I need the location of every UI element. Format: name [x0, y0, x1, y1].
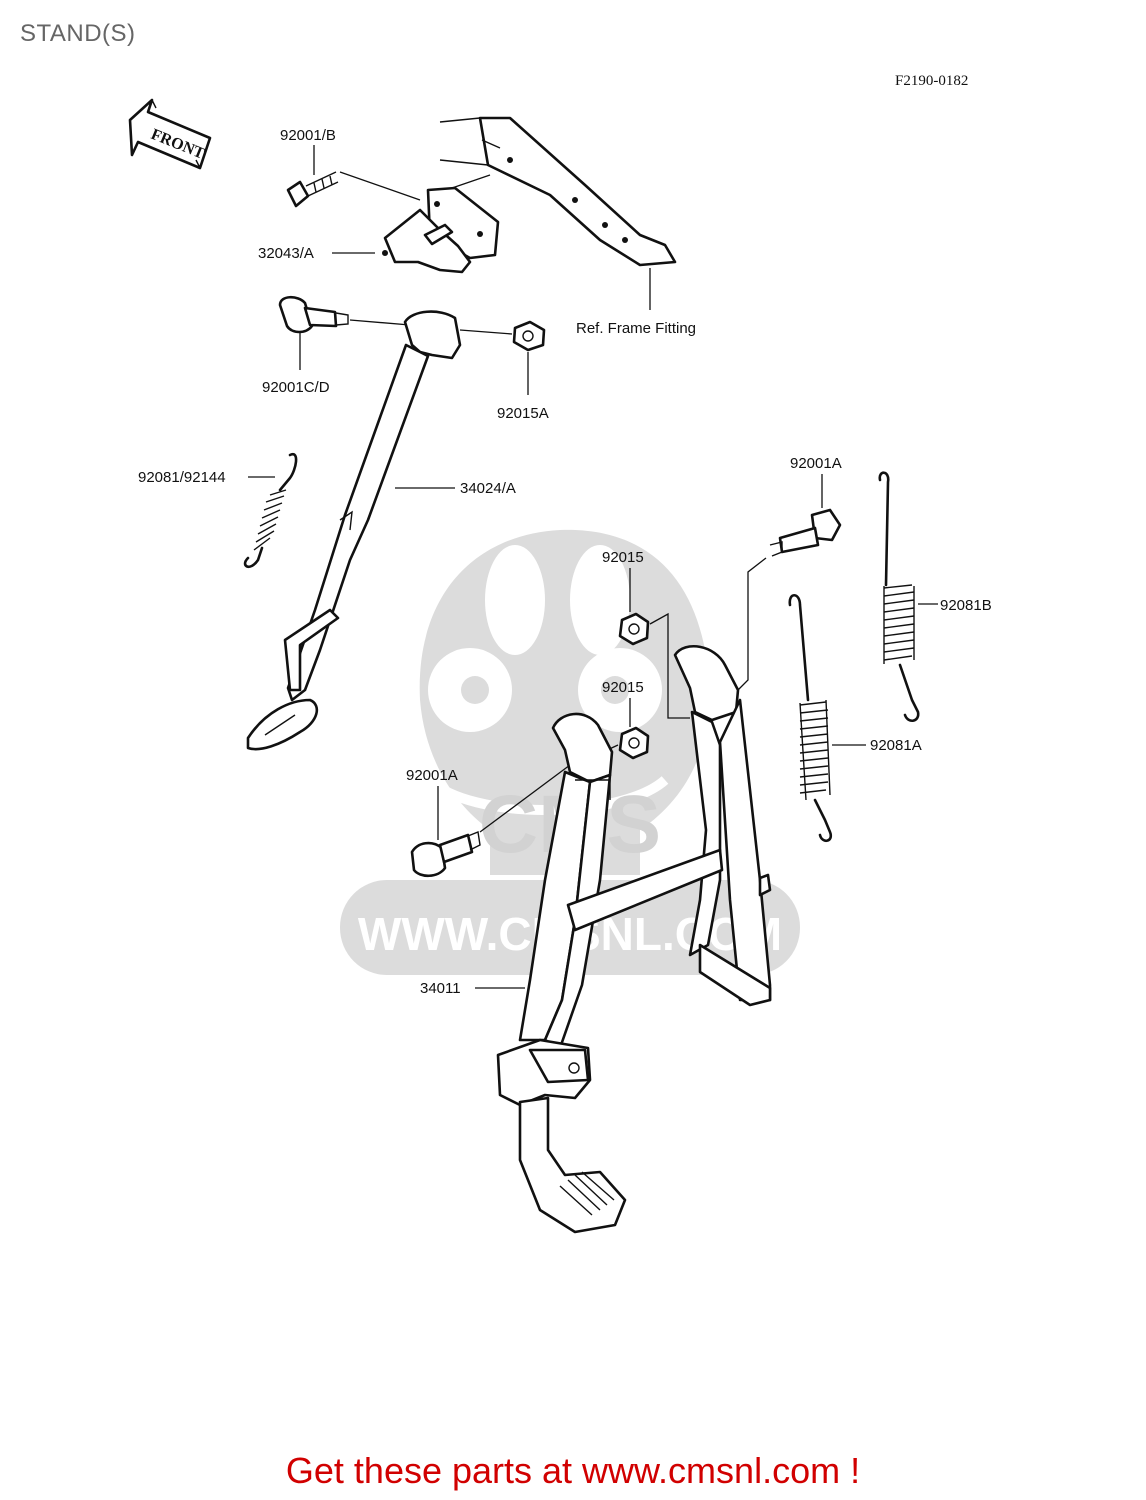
spring-a: 92081A: [788, 594, 922, 842]
page-title: STAND(S): [20, 20, 136, 47]
front-arrow-icon: FRONT: [128, 98, 212, 170]
label-pivot-bolt: 92001C/D: [262, 379, 330, 396]
bracket: 32043/A: [258, 174, 500, 274]
label-bolt-top: 92001/B: [280, 127, 336, 144]
side-spring: 92081/92144: [138, 452, 298, 569]
spring-b: 92081B: [878, 471, 992, 722]
bolt-right: 92001A: [737, 455, 842, 691]
nut-upper: 92015: [602, 549, 690, 719]
frame-fitting: Ref. Frame Fitting: [439, 116, 696, 337]
pivot-bolt: 92001C/D: [262, 295, 411, 396]
label-nut-upper: 92015: [602, 549, 644, 566]
figure-code: F2190-0182: [895, 73, 968, 89]
label-bolt-right: 92001A: [790, 455, 842, 472]
label-spring-b: 92081B: [940, 597, 992, 614]
label-nut-lower: 92015: [602, 679, 644, 696]
label-center-stand: 34011: [420, 980, 461, 997]
center-stand: 34011: [420, 645, 772, 1234]
label-bracket: 32043/A: [258, 245, 314, 262]
label-nut-side: 92015A: [497, 405, 549, 422]
label-bolt-left: 92001A: [406, 767, 458, 784]
label-spring-a: 92081A: [870, 737, 922, 754]
side-stand: 34024/A: [246, 310, 516, 751]
label-side-spring: 92081/92144: [138, 469, 226, 486]
front-arrow-label: FRONT: [149, 126, 208, 163]
nut-side: 92015A: [459, 320, 549, 422]
bolt-top: 92001/B: [280, 127, 421, 208]
nut-lower: 92015: [589, 679, 650, 760]
cta-link[interactable]: Get these parts at www.cmsnl.com !: [285, 1450, 861, 1491]
bolt-left: 92001A: [406, 764, 571, 878]
label-side-stand: 34024/A: [460, 480, 516, 497]
label-frame-ref: Ref. Frame Fitting: [576, 320, 696, 337]
